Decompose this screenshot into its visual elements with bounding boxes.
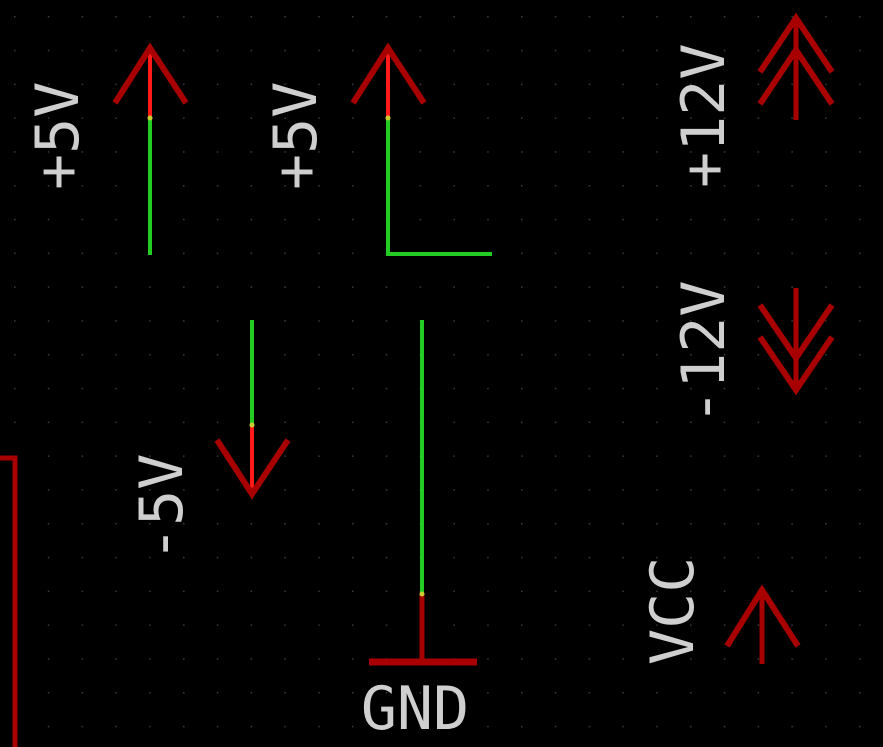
- arrow-down-icon: [214, 438, 291, 500]
- junction-dot: [147, 115, 153, 121]
- supply-gnd[interactable]: GND: [361, 320, 477, 744]
- arrow-up-icon: [724, 584, 801, 648]
- label-vcc: VCC: [638, 557, 708, 665]
- label-plus5v-a: +5V: [23, 82, 93, 190]
- label-plus12v: +12V: [669, 44, 739, 189]
- supply-plus12v[interactable]: +12V: [669, 12, 835, 189]
- double-arrow-up-icon-inner: [757, 44, 835, 106]
- junction-dot: [419, 591, 425, 597]
- junction-dot: [385, 115, 391, 121]
- label-plus5v-b: +5V: [261, 82, 331, 190]
- supply-plus5v-b[interactable]: +5V: [261, 42, 492, 256]
- partial-part-outline[interactable]: [0, 455, 18, 747]
- label-minus5v: -5V: [127, 454, 197, 562]
- double-arrow-down-icon: [757, 303, 835, 364]
- double-arrow-down-icon-inner: [757, 335, 835, 396]
- net-wire[interactable]: [386, 118, 492, 256]
- label-minus12v: -12V: [669, 281, 739, 426]
- label-gnd: GND: [361, 674, 469, 744]
- supply-minus5v[interactable]: -5V: [127, 320, 291, 562]
- arrow-up-icon: [350, 42, 427, 105]
- supply-vcc[interactable]: VCC: [638, 557, 801, 665]
- double-arrow-up-icon: [757, 12, 835, 74]
- supply-minus12v[interactable]: -12V: [669, 281, 835, 426]
- junction-dot: [249, 422, 255, 428]
- supply-plus5v-a[interactable]: +5V: [23, 42, 189, 255]
- arrow-up-icon: [112, 42, 189, 105]
